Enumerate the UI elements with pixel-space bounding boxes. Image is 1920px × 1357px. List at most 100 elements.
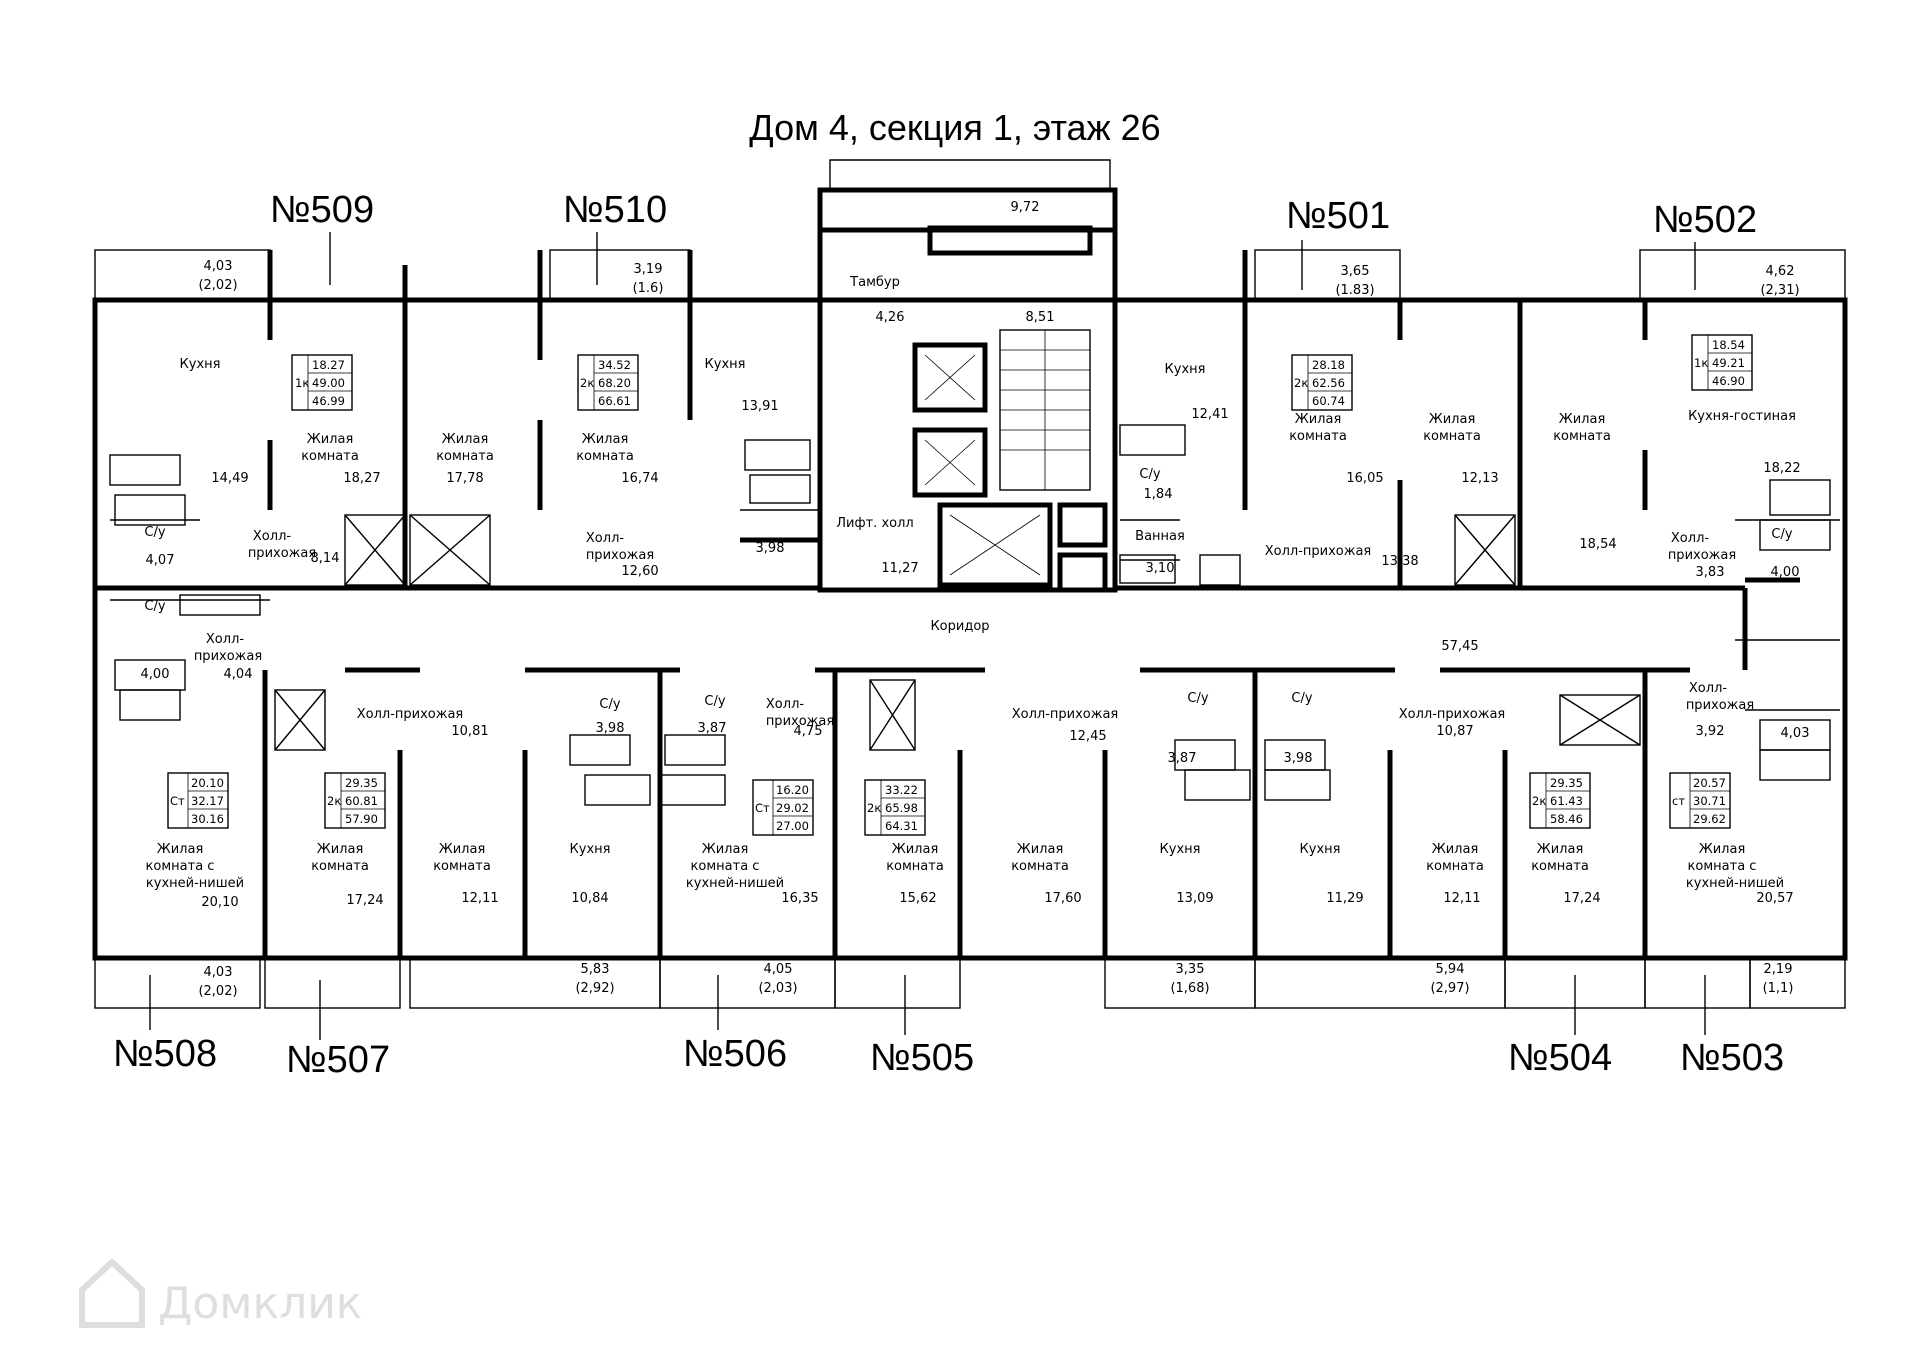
svg-text:12,45: 12,45 [1069, 729, 1106, 744]
svg-text:46.90: 46.90 [1712, 374, 1745, 388]
svg-text:13,09: 13,09 [1176, 891, 1213, 906]
svg-text:18,54: 18,54 [1579, 537, 1616, 552]
svg-text:57.90: 57.90 [345, 812, 378, 826]
svg-text:Жилая: Жилая [157, 842, 204, 857]
infobox-502: 1к 18.54 49.21 46.90 [1691, 334, 1753, 391]
svg-text:С/у: С/у [144, 599, 165, 614]
svg-text:(1.6): (1.6) [633, 281, 664, 296]
svg-text:С/у: С/у [704, 694, 725, 709]
svg-text:13,91: 13,91 [741, 399, 778, 414]
svg-text:8,51: 8,51 [1026, 310, 1055, 325]
svg-text:2к: 2к [1294, 376, 1308, 390]
svg-text:4,04: 4,04 [224, 667, 253, 682]
svg-text:комната: комната [1553, 429, 1611, 444]
apt-509-label: №509 [270, 189, 374, 231]
infobox-510: 2к 34.52 68.20 66.61 [577, 354, 639, 411]
svg-text:12,13: 12,13 [1461, 471, 1498, 486]
svg-text:Кухня: Кухня [570, 842, 611, 857]
svg-text:3,98: 3,98 [1284, 751, 1313, 766]
svg-text:28.18: 28.18 [1312, 358, 1345, 372]
room-labels: Кухня Жилая комната С/у Холл- прихожая Ж… [144, 275, 1796, 891]
apt-510-label: №510 [563, 189, 667, 231]
svg-text:20.57: 20.57 [1693, 776, 1726, 790]
svg-text:20.10: 20.10 [191, 776, 224, 790]
svg-text:49.21: 49.21 [1712, 356, 1745, 370]
svg-text:57,45: 57,45 [1441, 639, 1478, 654]
svg-text:комната: комната [1531, 859, 1589, 874]
svg-text:кухней-нишей: кухней-нишей [1686, 876, 1784, 891]
svg-text:3,35: 3,35 [1176, 962, 1205, 977]
svg-text:2к: 2к [327, 794, 341, 808]
svg-text:8,14: 8,14 [311, 551, 340, 566]
svg-text:С/у: С/у [144, 525, 165, 540]
svg-text:Кухня: Кухня [705, 357, 746, 372]
svg-text:Холл-: Холл- [1689, 681, 1727, 696]
svg-text:Холл-прихожая: Холл-прихожая [1012, 707, 1119, 722]
svg-text:1,84: 1,84 [1144, 487, 1173, 502]
svg-text:Жилая: Жилая [702, 842, 749, 857]
svg-text:Холл-прихожая: Холл-прихожая [1399, 707, 1506, 722]
svg-text:9,72: 9,72 [1011, 200, 1040, 215]
svg-text:3,87: 3,87 [698, 721, 727, 736]
svg-text:Тамбур: Тамбур [849, 275, 900, 290]
svg-text:4,03: 4,03 [204, 965, 233, 980]
svg-text:10,81: 10,81 [451, 724, 488, 739]
svg-text:Холл-: Холл- [586, 531, 624, 546]
svg-text:Кухня: Кухня [1160, 842, 1201, 857]
svg-text:34.52: 34.52 [598, 358, 631, 372]
svg-text:Жилая: Жилая [1699, 842, 1746, 857]
svg-text:3,65: 3,65 [1341, 264, 1370, 279]
svg-text:Холл-: Холл- [253, 529, 291, 544]
svg-text:Холл-: Холл- [1671, 531, 1709, 546]
svg-text:13,38: 13,38 [1381, 554, 1418, 569]
svg-text:16,35: 16,35 [781, 891, 818, 906]
svg-text:12,60: 12,60 [621, 564, 658, 579]
infobox-501: 2к 28.18 62.56 60.74 [1291, 354, 1353, 411]
svg-text:4,26: 4,26 [876, 310, 905, 325]
svg-text:4,75: 4,75 [794, 724, 823, 739]
apt-504-label: №504 [1508, 1037, 1612, 1079]
svg-text:30.71: 30.71 [1693, 794, 1726, 808]
svg-text:прихожая: прихожая [248, 546, 316, 561]
svg-text:3,19: 3,19 [634, 262, 663, 277]
svg-text:4,03: 4,03 [1781, 726, 1810, 741]
svg-text:Холл-прихожая: Холл-прихожая [1265, 544, 1372, 559]
svg-text:20,10: 20,10 [201, 895, 238, 910]
infobox-505: 2к 33.22 65.98 64.31 [864, 779, 926, 836]
svg-text:32.17: 32.17 [191, 794, 224, 808]
svg-text:14,49: 14,49 [211, 471, 248, 486]
svg-text:(2,31): (2,31) [1760, 283, 1799, 298]
svg-text:4,00: 4,00 [1771, 565, 1800, 580]
svg-text:Кухня: Кухня [180, 357, 221, 372]
svg-text:4,05: 4,05 [764, 962, 793, 977]
apt-501-label: №501 [1286, 195, 1390, 237]
svg-text:4,00: 4,00 [141, 667, 170, 682]
floor-title: Дом 4, секция 1, этаж 26 [749, 107, 1160, 148]
svg-text:Лифт. холл: Лифт. холл [836, 516, 913, 531]
svg-text:17,24: 17,24 [346, 893, 383, 908]
svg-text:комната: комната [1426, 859, 1484, 874]
svg-text:Жилая: Жилая [442, 432, 489, 447]
svg-text:61.43: 61.43 [1550, 794, 1583, 808]
apt-505-label: №505 [870, 1037, 974, 1079]
svg-text:С/у: С/у [1771, 527, 1792, 542]
area-values: 4,03 (2,02) 3,19 (1.6) 3,65 (1.83) 4,62 … [141, 200, 1810, 999]
svg-text:2к: 2к [867, 801, 881, 815]
svg-text:17,78: 17,78 [446, 471, 483, 486]
svg-text:комната с: комната с [691, 859, 760, 874]
svg-text:Холл-: Холл- [766, 697, 804, 712]
svg-text:1к: 1к [1694, 356, 1708, 370]
svg-text:(2,02): (2,02) [198, 984, 237, 999]
svg-text:12,11: 12,11 [461, 891, 498, 906]
apartment-info-boxes: 1к 18.27 49.00 46.99 2к 34.52 68.20 66.6… [167, 334, 1753, 836]
svg-text:С/у: С/у [599, 697, 620, 712]
svg-text:Ванная: Ванная [1135, 529, 1185, 544]
infobox-506: Ст 16.20 29.02 27.00 [752, 779, 814, 836]
svg-text:3,92: 3,92 [1696, 724, 1725, 739]
svg-text:(1.83): (1.83) [1335, 283, 1374, 298]
svg-text:Жилая: Жилая [1017, 842, 1064, 857]
svg-text:66.61: 66.61 [598, 394, 631, 408]
svg-text:комната: комната [1423, 429, 1481, 444]
svg-text:С/у: С/у [1139, 467, 1160, 482]
